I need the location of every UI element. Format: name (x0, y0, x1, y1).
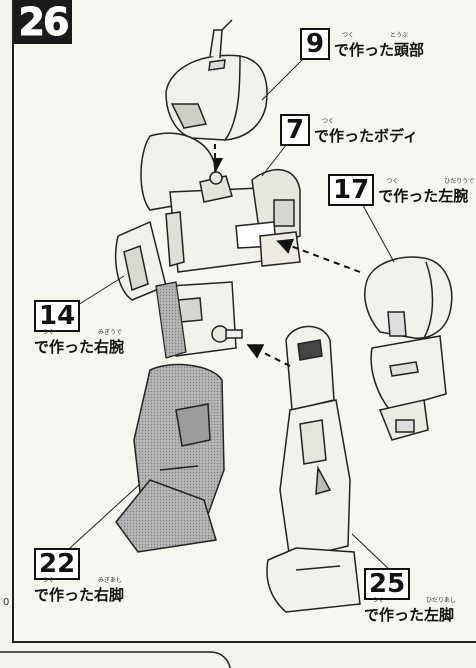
callout-left-leg-ruby-a: つく (372, 597, 385, 604)
step-number-badge: 26 (14, 0, 72, 45)
callout-left-leg: 25 つく ひだりあし で作った左脚 (364, 568, 457, 625)
callout-right-arm: 14 つく みぎうで で作った右腕 (34, 300, 124, 357)
callout-right-leg-ruby-a: つく (42, 577, 55, 584)
callout-head-label: で作った頭部 (334, 41, 425, 59)
left-leg-arrow (246, 344, 291, 367)
callout-right-arm-label: で作った右腕 (34, 338, 125, 356)
callout-head-number: 9 (300, 28, 330, 60)
waist-part (155, 281, 187, 359)
callout-left-arm-ruby-b: ひだりうで (444, 178, 475, 185)
callout-body: 7 つく で作ったボディ (280, 114, 418, 146)
callout-right-arm-ruby-b: みぎうで (98, 329, 123, 336)
callout-left-arm-ruby-a: つく (386, 178, 399, 185)
step-number: 26 (18, 0, 70, 45)
callout-body-ruby-a: つく (322, 118, 335, 125)
right-leg-part (115, 363, 225, 553)
callout-right-leg-ruby-b: みぎあし (98, 577, 123, 584)
callout-right-arm-number: 14 (34, 300, 81, 332)
callout-left-leg-number: 25 (364, 568, 411, 600)
callout-right-leg-number: 22 (34, 548, 81, 580)
callout-body-label: で作ったボディ (314, 127, 418, 145)
body-part (114, 132, 301, 357)
callout-left-arm-number: 17 (328, 174, 375, 206)
head-part (165, 19, 268, 141)
bottom-panel-edge (0, 651, 231, 668)
callout-head-ruby-a: つく (342, 32, 355, 39)
callout-head: 9 つく とうぶ で作った頭部 (300, 28, 424, 60)
callout-right-leg-label: で作った右脚 (34, 586, 125, 604)
callout-right-leg: 22 つく みぎあし で作った右脚 (34, 548, 124, 605)
left-arm-arrow (276, 238, 361, 273)
callout-left-arm-label: で作った左腕 (378, 187, 469, 205)
left-arm-part (364, 256, 453, 441)
margin-mark: 0 (3, 597, 10, 608)
callout-left-leg-label: で作った左脚 (364, 606, 455, 624)
callout-left-arm: 17 つく ひだりうで で作った左腕 (328, 174, 474, 206)
left-leg-part (266, 325, 361, 613)
callout-left-leg-ruby-b: ひだりあし (426, 597, 457, 604)
callout-head-ruby-b: とうぶ (390, 32, 409, 39)
callout-right-arm-ruby-a: つく (42, 329, 55, 336)
callout-body-number: 7 (280, 114, 310, 146)
